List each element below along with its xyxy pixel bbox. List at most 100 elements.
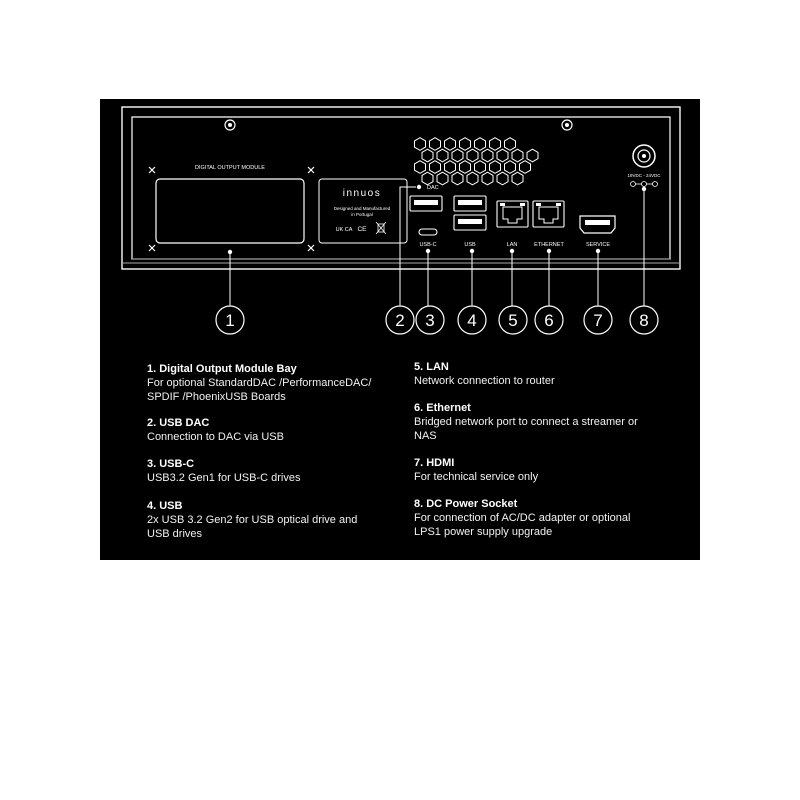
vent-hole bbox=[421, 148, 434, 163]
description-line: For technical service only bbox=[414, 471, 539, 483]
screw-icon bbox=[224, 119, 236, 131]
dac-usb-port-tongue bbox=[414, 200, 438, 205]
vent-hole bbox=[451, 148, 464, 163]
description-line: Bridged network port to connect a stream… bbox=[414, 416, 638, 428]
description-title: 1. Digital Output Module Bay bbox=[147, 363, 297, 375]
vent-hole bbox=[414, 160, 426, 174]
dac-usb-port bbox=[409, 195, 443, 212]
callout-number: 3 bbox=[425, 311, 434, 330]
vent-hole bbox=[481, 148, 494, 163]
usb-port-bottom bbox=[453, 214, 487, 231]
module-bay bbox=[155, 178, 305, 244]
vent-hole bbox=[474, 160, 486, 174]
description-title: 4. USB bbox=[147, 500, 183, 512]
usb-port-top bbox=[453, 195, 487, 212]
usbc-label: USB-C bbox=[419, 242, 436, 248]
callout-number: 7 bbox=[593, 311, 602, 330]
callout-number: 5 bbox=[508, 311, 517, 330]
callout-2: 2 bbox=[385, 305, 415, 335]
callout-number: 2 bbox=[395, 311, 404, 330]
lan-label: LAN bbox=[507, 242, 518, 248]
callout-1: 1 bbox=[215, 305, 245, 335]
callout-5: 5 bbox=[498, 305, 528, 335]
ethernet-port-socket bbox=[538, 206, 559, 224]
usb-port-bottom-tongue bbox=[458, 219, 482, 224]
vent-hole bbox=[511, 171, 524, 186]
description-line: For optional StandardDAC /PerformanceDAC… bbox=[147, 377, 372, 389]
description-1: 1. Digital Output Module Bay For optiona… bbox=[147, 362, 397, 404]
vent-hole bbox=[436, 148, 449, 163]
vent-hole bbox=[504, 137, 516, 151]
description-6: 6. Ethernet Bridged network port to conn… bbox=[414, 401, 684, 443]
callout-3: 3 bbox=[415, 305, 445, 335]
description-title: 2. USB DAC bbox=[147, 417, 210, 429]
description-3: 3. USB-C USB3.2 Gen1 for USB-C drives bbox=[147, 457, 397, 485]
description-line: Network connection to router bbox=[414, 375, 555, 387]
lan-led bbox=[520, 203, 525, 206]
dac-label: DAC bbox=[427, 185, 439, 191]
vent-hole bbox=[459, 160, 471, 174]
rear-panel-diagram: DIGITAL OUTPUT MODULE innuos Designed an… bbox=[121, 106, 681, 335]
vent-hole bbox=[444, 160, 456, 174]
vent-hole bbox=[436, 171, 449, 186]
ukca-mark: UK CA bbox=[336, 227, 353, 233]
description-line: Connection to DAC via USB bbox=[147, 431, 284, 443]
module-screw-icon bbox=[148, 166, 315, 252]
vent-hole bbox=[459, 137, 471, 151]
ethernet-label: ETHERNET bbox=[534, 242, 564, 248]
ventilation-grille bbox=[414, 137, 539, 186]
chassis-body bbox=[121, 106, 681, 270]
weee-bin-icon bbox=[375, 221, 387, 235]
polarity-icon bbox=[630, 181, 658, 187]
dc-power-socket-icon bbox=[632, 144, 656, 168]
lan-port-socket bbox=[502, 206, 523, 224]
vent-hole bbox=[429, 160, 441, 174]
description-line: SPDIF /PhoenixUSB Boards bbox=[147, 391, 286, 403]
vent-hole bbox=[429, 137, 441, 151]
dac-indicator-dot bbox=[416, 184, 422, 190]
callout-7: 7 bbox=[583, 305, 613, 335]
vent-hole bbox=[474, 137, 486, 151]
description-7: 7. HDMI For technical service only bbox=[414, 456, 684, 484]
description-line: 2x USB 3.2 Gen2 for USB optical drive an… bbox=[147, 514, 358, 526]
lan-led bbox=[500, 203, 505, 206]
callout-number: 8 bbox=[639, 311, 648, 330]
power-rating-label: 19VDC - 24VDC bbox=[627, 173, 661, 178]
hdmi-port bbox=[579, 215, 616, 234]
callout-number: 1 bbox=[225, 311, 234, 330]
description-4: 4. USB 2x USB 3.2 Gen2 for USB optical d… bbox=[147, 499, 397, 541]
vent-hole bbox=[414, 137, 426, 151]
callout-number: 4 bbox=[467, 311, 476, 330]
hdmi-port-pins bbox=[585, 220, 610, 225]
description-line: NAS bbox=[414, 430, 437, 442]
description-line: For connection of AC/DC adapter or optio… bbox=[414, 512, 631, 524]
description-line: USB3.2 Gen1 for USB-C drives bbox=[147, 472, 301, 484]
leader-end-dots bbox=[227, 186, 647, 255]
lan-port bbox=[496, 200, 529, 228]
usb-port-top-tongue bbox=[458, 200, 482, 205]
description-title: 7. HDMI bbox=[414, 457, 455, 469]
vent-hole bbox=[489, 137, 501, 151]
made-in-line-1: Designed and Manufactured bbox=[334, 206, 391, 211]
made-in-line-2: in Portugal bbox=[351, 212, 373, 217]
description-title: 8. DC Power Socket bbox=[414, 498, 518, 510]
usb-label: USB bbox=[464, 242, 476, 248]
service-label: SERVICE bbox=[586, 242, 610, 248]
module-label: DIGITAL OUTPUT MODULE bbox=[195, 165, 265, 171]
description-title: 5. LAN bbox=[414, 361, 449, 373]
vent-hole bbox=[489, 160, 501, 174]
vent-hole bbox=[496, 171, 509, 186]
brand-plate bbox=[318, 178, 408, 244]
description-2: 2. USB DAC Connection to DAC via USB bbox=[147, 416, 397, 444]
vent-hole bbox=[496, 148, 509, 163]
brand-logo: innuos bbox=[343, 188, 381, 199]
description-line: USB drives bbox=[147, 528, 203, 540]
description-title: 6. Ethernet bbox=[414, 402, 471, 414]
vent-hole bbox=[504, 160, 516, 174]
vent-hole bbox=[451, 171, 464, 186]
vent-hole bbox=[444, 137, 456, 151]
ethernet-port bbox=[532, 200, 565, 228]
usbc-port bbox=[418, 228, 438, 236]
ce-mark: CE bbox=[357, 226, 367, 233]
vent-hole bbox=[526, 148, 539, 163]
